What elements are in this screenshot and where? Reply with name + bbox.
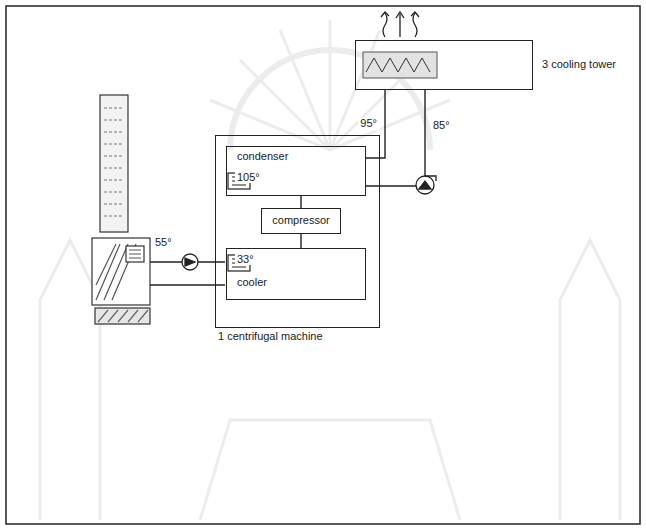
node-text: compressor: [270, 214, 331, 227]
node-text: 3 cooling tower: [540, 58, 618, 71]
node-text: 1 centrifugal machine: [216, 330, 325, 343]
watermark-rays: [40, 20, 620, 520]
compressor-box: compressor: [261, 208, 341, 234]
cooling-tower: 3 cooling tower: [355, 40, 533, 90]
vapour-arrows: [381, 12, 419, 37]
pump-symbol: [182, 254, 198, 270]
machine-housing: 1 centrifugal machinecondenser105°compre…: [215, 135, 380, 328]
frame: [6, 6, 640, 524]
coil-tubes: [232, 177, 246, 185]
coil-outline: [228, 173, 250, 189]
cooler-box: 33° cooler: [226, 248, 366, 300]
node-text: cooler: [235, 276, 357, 289]
pump-symbol: [416, 176, 436, 194]
temperature-label: 95°: [358, 117, 379, 130]
coil-outline: [228, 255, 250, 271]
air-handling-unit: [92, 95, 150, 324]
coil-tubes: [232, 259, 246, 267]
pipe-line: [366, 90, 425, 186]
temperature-label: 55°: [153, 236, 174, 249]
temperature-label: 85°: [431, 119, 452, 132]
pipe-line: [300, 234, 301, 248]
node-text: 105°: [235, 171, 357, 184]
node-text: 33°: [235, 253, 357, 266]
condenser-box: condenser 105°: [226, 146, 366, 196]
pipe-line: [300, 196, 301, 208]
tower-fill: [363, 52, 437, 78]
node-text: condenser: [235, 150, 357, 163]
